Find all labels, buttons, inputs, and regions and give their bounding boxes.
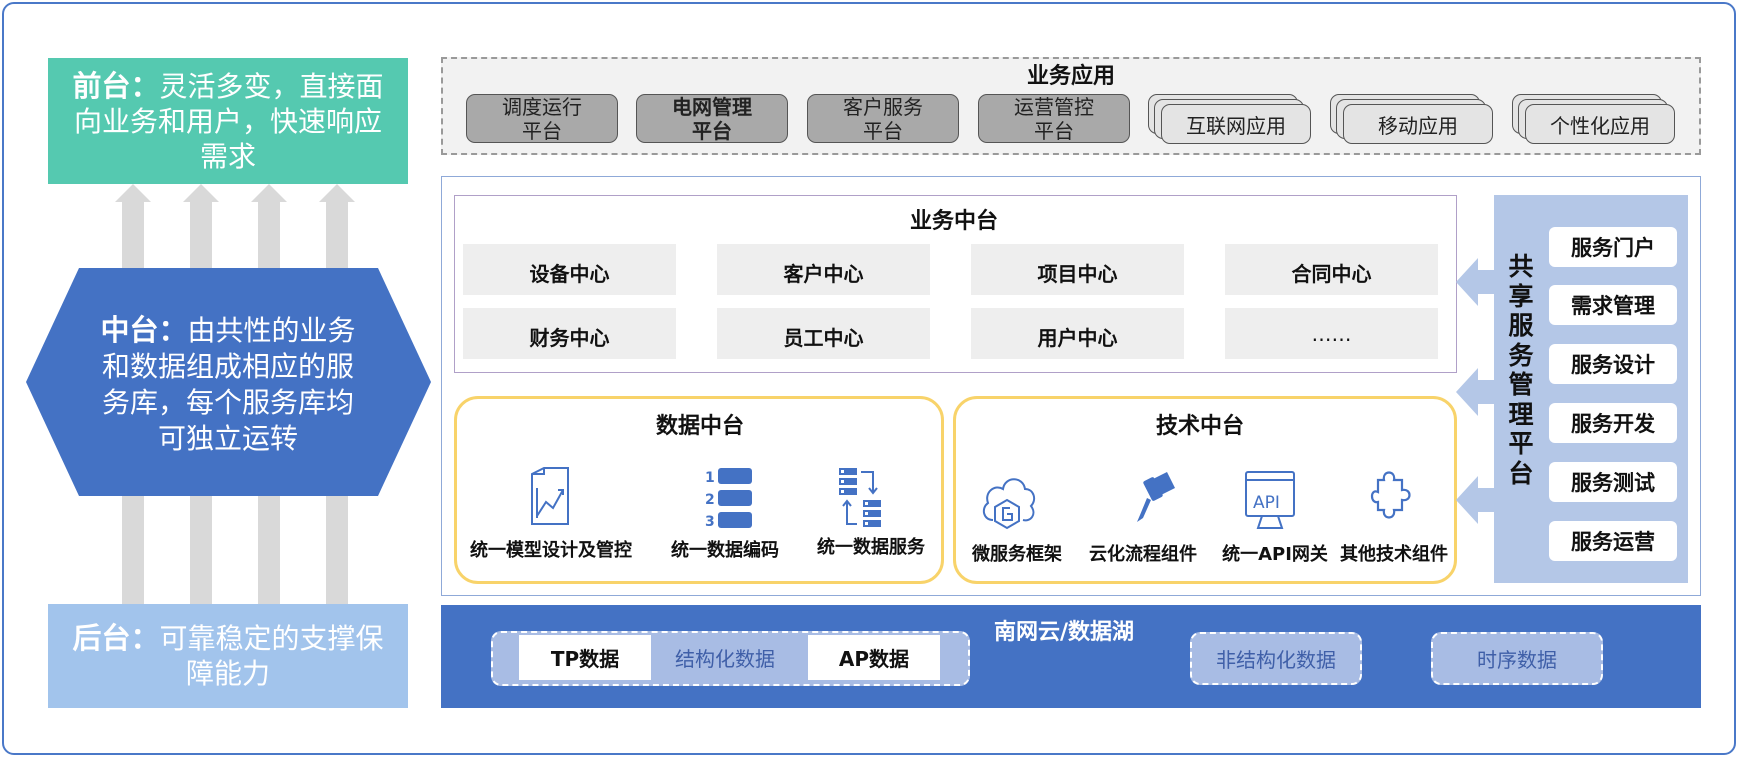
list-number: 2 xyxy=(705,492,715,508)
business-center-title: 业务中台 xyxy=(909,209,998,234)
app-line2: 平台 xyxy=(863,118,903,143)
back-layer-box: 后台：可靠稳定的支撑保障能力 xyxy=(48,604,408,708)
left-arrow-icon xyxy=(1456,258,1496,306)
left-arrow-icon xyxy=(1456,476,1496,524)
app-line1: 运营管控 xyxy=(1014,94,1094,119)
tech-center-panel xyxy=(953,396,1457,584)
app-internet[interactable]: 互联网应用 xyxy=(1161,104,1311,144)
front-layer-box: 前台：灵活多变，直接面向业务和用户，快速响应需求 xyxy=(48,58,408,184)
data-item-encoding: 统一数据编码 xyxy=(671,540,779,561)
middle-platform-frame xyxy=(441,176,1701,596)
tech-item-api-gateway: 统一API网关 xyxy=(1222,544,1328,565)
center-contract[interactable]: 合同中心 xyxy=(1225,244,1438,295)
app-line2: 平台 xyxy=(1034,118,1074,143)
center-employee[interactable]: 员工中心 xyxy=(717,308,930,359)
center-project[interactable]: 项目中心 xyxy=(971,244,1184,295)
data-exchange-icon xyxy=(839,468,881,527)
unstructured-data[interactable]: 非结构化数据 xyxy=(1190,632,1362,685)
app-mobile[interactable]: 移动应用 xyxy=(1343,104,1493,144)
tech-center-title: 技术中台 xyxy=(1155,414,1244,439)
flow-component-icon xyxy=(1137,472,1175,522)
app-operation-control-platform[interactable]: 运营管控平台 xyxy=(978,94,1130,143)
app-personalized[interactable]: 个性化应用 xyxy=(1525,104,1675,144)
cloud-service-icon xyxy=(982,478,1036,530)
app-dispatch-platform[interactable]: 调度运行平台 xyxy=(466,94,618,143)
tech-item-microservice: 微服务框架 xyxy=(972,544,1062,565)
service-portal[interactable]: 服务门户 xyxy=(1549,227,1677,267)
service-development[interactable]: 服务开发 xyxy=(1549,403,1677,443)
service-operations[interactable]: 服务运营 xyxy=(1549,521,1677,561)
app-customer-service-platform[interactable]: 客户服务平台 xyxy=(807,94,959,143)
middle-layer-hexagon xyxy=(26,268,431,496)
api-gateway-icon: API xyxy=(1245,471,1295,529)
app-line1: 客户服务 xyxy=(843,94,923,119)
puzzle-icon xyxy=(1370,471,1411,519)
back-layer-label: 后台： xyxy=(72,621,160,655)
app-line1: 调度运行 xyxy=(502,94,582,119)
center-equipment[interactable]: 设备中心 xyxy=(463,244,676,295)
structured-data-label: 结构化数据 xyxy=(675,647,775,671)
front-layer-text: 灵活多变，直接面向业务和用户，快速响应需求 xyxy=(73,69,384,173)
chart-document-icon xyxy=(531,467,569,525)
list-number: 3 xyxy=(705,514,715,530)
ap-data[interactable]: AP数据 xyxy=(808,635,940,680)
app-line2: 平台 xyxy=(522,118,562,143)
shared-service-title: 共享服务管理平台 xyxy=(1508,252,1534,488)
tp-data[interactable]: TP数据 xyxy=(519,635,651,680)
center-user[interactable]: 用户中心 xyxy=(971,308,1184,359)
data-center-panel xyxy=(454,396,944,584)
center-customer[interactable]: 客户中心 xyxy=(717,244,930,295)
service-requirements[interactable]: 需求管理 xyxy=(1549,285,1677,325)
service-design[interactable]: 服务设计 xyxy=(1549,344,1677,384)
data-item-service: 统一数据服务 xyxy=(817,537,925,558)
timeseries-data[interactable]: 时序数据 xyxy=(1431,632,1603,685)
left-arrows xyxy=(1456,258,1496,524)
center-more: …… xyxy=(1225,308,1438,359)
data-item-model: 统一模型设计及管控 xyxy=(470,540,632,561)
list-number: 1 xyxy=(705,470,715,486)
numbered-list-icon: 1 2 3 xyxy=(705,468,752,530)
left-arrow-icon xyxy=(1456,368,1496,416)
tech-item-flow: 云化流程组件 xyxy=(1089,544,1197,565)
data-center-title: 数据中台 xyxy=(655,414,744,439)
middle-layer-text: 由共性的业务和数据组成相应的服务库，每个服务库均可独立运转 xyxy=(101,314,356,455)
api-text: API xyxy=(1253,493,1280,513)
back-layer-text: 可靠稳定的支撑保障能力 xyxy=(159,622,384,690)
app-line2: 平台 xyxy=(692,118,732,143)
service-testing[interactable]: 服务测试 xyxy=(1549,462,1677,502)
center-finance[interactable]: 财务中心 xyxy=(463,308,676,359)
business-apps-title: 业务应用 xyxy=(1026,64,1115,89)
app-grid-management-platform[interactable]: 电网管理平台 xyxy=(636,94,788,143)
data-lake-title: 南网云/数据湖 xyxy=(994,620,1135,645)
tech-item-other: 其他技术组件 xyxy=(1340,544,1448,565)
app-line1: 电网管理 xyxy=(672,94,752,119)
front-layer-label: 前台： xyxy=(72,68,160,103)
middle-layer-label: 中台： xyxy=(100,313,188,347)
middle-layer-text-block: 中台：由共性的业务和数据组成相应的服务库，每个服务库均可独立运转 xyxy=(92,312,364,457)
